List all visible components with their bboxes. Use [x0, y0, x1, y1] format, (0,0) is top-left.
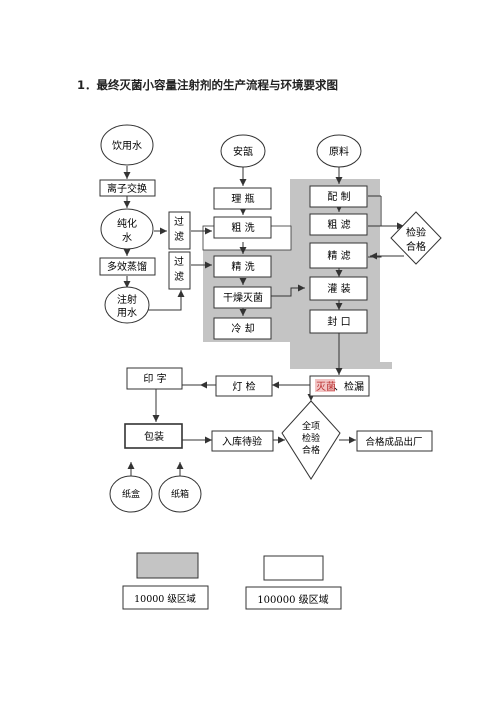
svg-text:100000 级区域: 100000 级区域: [257, 593, 328, 606]
svg-text:水: 水: [122, 232, 132, 244]
inspect-pass-node: 检验 合格: [390, 211, 442, 265]
filter-node-1: 过 滤: [168, 211, 191, 250]
paper-case-node: 纸箱: [158, 475, 202, 513]
svg-text:全项: 全项: [302, 420, 320, 432]
rough-wash-node: 粗 洗: [213, 216, 272, 239]
drinking-water-node: 饮用水: [100, 124, 154, 166]
svg-text:安瓿: 安瓿: [233, 145, 253, 158]
fine-filter-node: 精 滤: [309, 242, 368, 269]
svg-text:封 口: 封 口: [327, 315, 350, 328]
svg-text:用水: 用水: [117, 307, 137, 319]
svg-text:粗 洗: 粗 洗: [231, 222, 254, 234]
svg-text:饮用水: 饮用水: [112, 139, 142, 152]
svg-text:检验: 检验: [406, 226, 426, 239]
compounding-node: 配 制: [309, 185, 368, 208]
packing-node: 包装: [124, 423, 183, 449]
sort-bottle-node: 理 瓶: [213, 187, 272, 210]
fine-wash-node: 精 洗: [213, 255, 272, 278]
svg-text:入库待验: 入库待验: [222, 435, 262, 448]
svg-text:10000 级区域: 10000 级区域: [134, 593, 196, 605]
svg-text:多效蒸馏: 多效蒸馏: [107, 260, 147, 273]
cooling-node: 冷 却: [213, 317, 272, 340]
injection-water-node: 注射 用水: [104, 286, 150, 324]
purified-water-node: 纯化 水: [100, 208, 154, 250]
svg-text:包装: 包装: [144, 430, 164, 443]
svg-text:合格成品出厂: 合格成品出厂: [365, 436, 422, 448]
svg-text:灯 检: 灯 检: [232, 380, 255, 393]
warehouse-node: 入库待验: [211, 430, 274, 452]
svg-text:检验: 检验: [302, 432, 320, 444]
svg-text:理 瓶: 理 瓶: [231, 192, 254, 205]
legend-grade-100000: 100000 级区域: [245, 555, 342, 610]
connectors: [123, 165, 404, 478]
filling-node: 灌 装: [309, 276, 368, 301]
svg-text:纯化: 纯化: [117, 217, 137, 230]
raw-material-node: 原料: [316, 134, 362, 168]
svg-text:、检漏: 、检漏: [334, 380, 364, 393]
svg-text:灭菌: 灭菌: [316, 381, 336, 393]
multi-effect-distill-node: 多效蒸馏: [99, 257, 156, 276]
ship-out-node: 合格成品出厂: [356, 430, 433, 452]
svg-text:纸盒: 纸盒: [122, 488, 140, 500]
svg-text:原料: 原料: [329, 145, 349, 158]
svg-text:离子交换: 离子交换: [107, 182, 147, 195]
svg-text:干燥灭菌: 干燥灭菌: [223, 292, 263, 304]
svg-text:过: 过: [174, 255, 184, 268]
svg-text:滤: 滤: [174, 270, 184, 283]
svg-text:精 洗: 精 洗: [231, 260, 254, 273]
svg-text:过: 过: [174, 215, 184, 228]
svg-text:印 字: 印 字: [143, 372, 166, 385]
printing-node: 印 字: [126, 367, 183, 390]
dry-sterilize-node: 干燥灭菌: [213, 286, 272, 309]
ampoule-node: 安瓿: [220, 134, 266, 168]
rough-filter-node: 粗 滤: [309, 213, 368, 236]
legend-grade-10000: 10000 级区域: [122, 552, 209, 610]
svg-text:纸箱: 纸箱: [171, 488, 189, 500]
svg-text:粗 滤: 粗 滤: [327, 218, 350, 231]
svg-text:合格: 合格: [302, 444, 320, 456]
filter-node-2: 过 滤: [168, 251, 191, 290]
page-title: 1．最终灭菌小容量注射剂的生产流程与环境要求图: [77, 78, 338, 92]
svg-text:灌 装: 灌 装: [327, 282, 350, 295]
svg-text:精 滤: 精 滤: [327, 249, 350, 262]
light-check-node: 灯 检: [215, 375, 273, 397]
svg-text:冷 却: 冷 却: [231, 322, 254, 335]
svg-text:注射: 注射: [117, 293, 137, 306]
sealing-node: 封 口: [309, 309, 368, 334]
svg-text:合格: 合格: [406, 240, 426, 253]
sterilize-leak-node: 灭菌 、检漏: [309, 375, 370, 397]
svg-text:配 制: 配 制: [327, 190, 350, 203]
ion-exchange-node: 离子交换: [99, 179, 156, 197]
svg-text:滤: 滤: [174, 230, 184, 243]
paper-box-node: 纸盒: [109, 475, 153, 513]
full-inspect-node: 全项 检验 合格: [281, 400, 341, 480]
